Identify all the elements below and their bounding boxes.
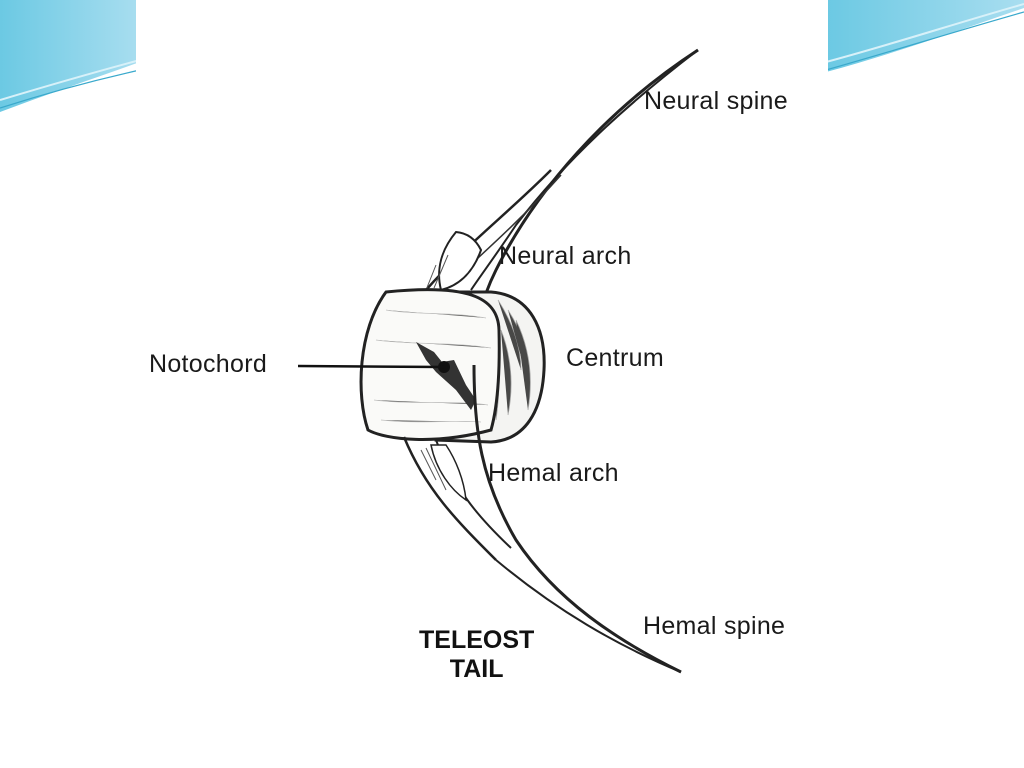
notochord-leader-line (297, 364, 445, 369)
label-hemal-spine: Hemal spine (643, 612, 786, 640)
hemal-arch-opening (430, 444, 467, 502)
neural-spine-inner (470, 49, 699, 291)
vertebra-drawing (297, 48, 699, 674)
notochord-mark (416, 342, 476, 410)
label-centrum: Centrum (566, 344, 664, 372)
label-hemal-arch: Hemal arch (488, 459, 619, 487)
label-neural-spine: Neural spine (644, 87, 788, 115)
teleost-vertebra-figure: Neural spine Neural arch Centrum Notocho… (136, 0, 828, 694)
label-neural-arch: Neural arch (499, 242, 632, 270)
hemal-spine-inner (495, 559, 682, 673)
hemal-spine-outer (472, 364, 682, 674)
neural-arch-opening (438, 230, 483, 292)
label-notochord: Notochord (149, 350, 268, 378)
hemal-arch-front (402, 436, 497, 561)
caption-line-2: TAIL (449, 654, 504, 683)
figure-caption: TELEOST TAIL (419, 626, 534, 684)
caption-line-1: TELEOST (419, 626, 535, 654)
